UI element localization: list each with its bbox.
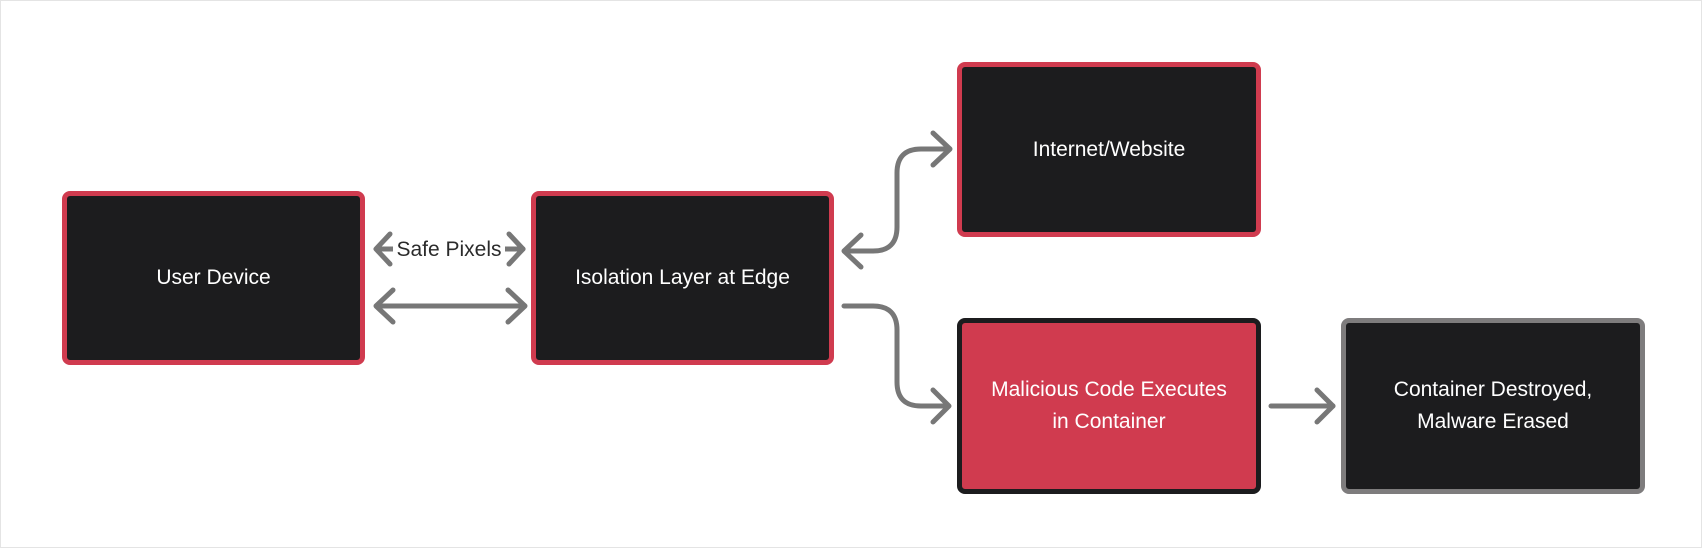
isolation-malicious-arrowhead bbox=[930, 387, 952, 425]
node-internet-website-label: Internet/Website bbox=[1032, 137, 1186, 161]
isolation-malicious-line bbox=[841, 303, 951, 409]
node-internet-website[interactable]: Internet/Website bbox=[957, 62, 1261, 237]
safe-pixels-label: Safe Pixels bbox=[393, 234, 505, 266]
node-user-device-label: User Device bbox=[156, 266, 271, 289]
safe-pixels-arrowhead-right bbox=[506, 231, 526, 267]
isolation-internet-arrowhead-start bbox=[841, 232, 864, 270]
isolation-malicious-connector bbox=[841, 303, 952, 425]
node-container-destroyed-label: Container Destroyed, Malware Erased bbox=[1393, 378, 1593, 433]
isolation-internet-arrowhead-end bbox=[930, 130, 953, 168]
safe-pixels-arrowhead-left bbox=[373, 231, 393, 267]
node-malicious-code-label: Malicious Code Executes in Container bbox=[991, 378, 1227, 433]
node-isolation-layer-label: Isolation Layer at Edge bbox=[575, 266, 790, 289]
node-user-device[interactable]: User Device bbox=[62, 191, 365, 365]
device-isolation-connector bbox=[373, 287, 528, 325]
node-isolation-layer[interactable]: Isolation Layer at Edge bbox=[531, 191, 834, 365]
device-isolation-arrowhead-left bbox=[373, 287, 396, 325]
isolation-internet-connector bbox=[841, 130, 953, 270]
isolation-internet-line bbox=[843, 146, 952, 254]
node-container-destroyed[interactable]: Container Destroyed, Malware Erased bbox=[1341, 318, 1645, 494]
node-malicious-code[interactable]: Malicious Code Executes in Container bbox=[957, 318, 1261, 494]
malicious-destroyed-connector bbox=[1268, 387, 1336, 425]
device-isolation-arrowhead-right bbox=[505, 287, 528, 325]
malicious-destroyed-arrowhead bbox=[1314, 387, 1336, 425]
